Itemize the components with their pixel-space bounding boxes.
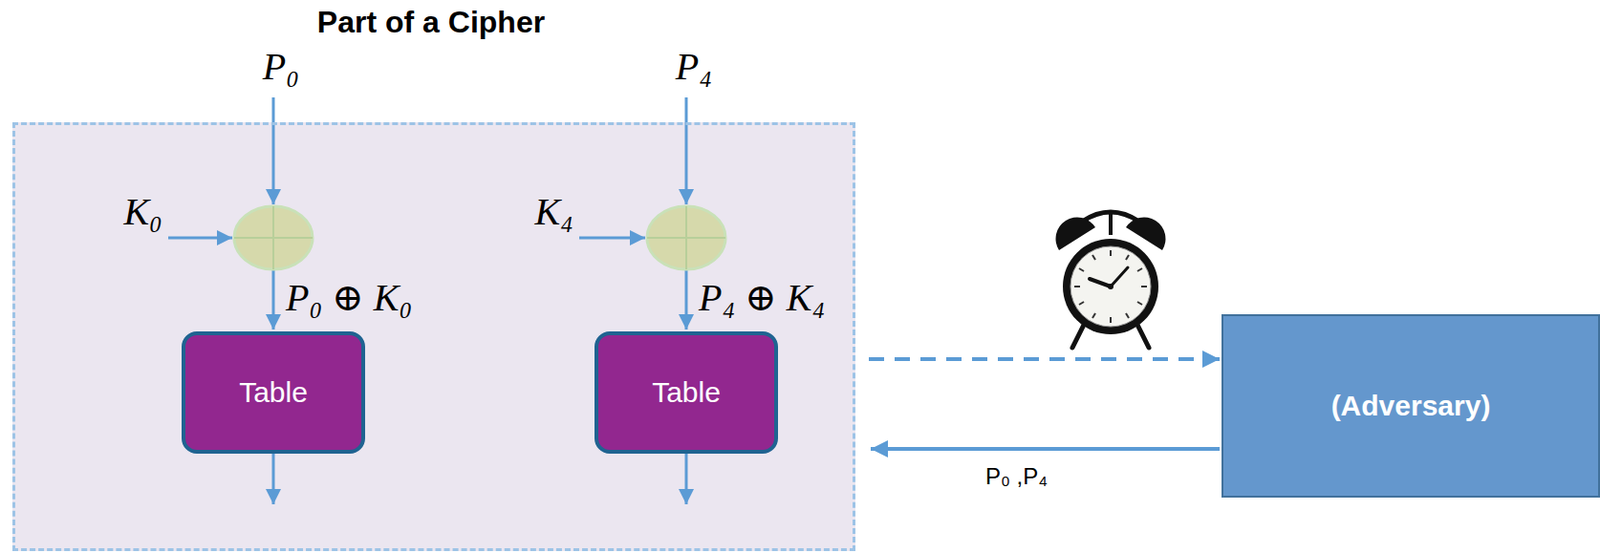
input-arrow (685, 97, 689, 205)
table-box: Table (181, 331, 366, 455)
table-out-arrow (272, 454, 276, 505)
key-symbol: K₀ (123, 193, 163, 232)
clock-icon (1056, 212, 1167, 348)
xor-symbol (647, 206, 726, 270)
timing-arrow (868, 357, 1220, 362)
box-label: Table (238, 376, 308, 410)
table-out-arrow (685, 454, 689, 505)
adversary-box: (Adversary) (1221, 314, 1600, 498)
key-arrow (168, 237, 233, 240)
plaintext-symbol: P₀ (262, 47, 300, 87)
xor-output-label: P₀ ⊕ K₀ (285, 279, 412, 318)
box-label: (Adversary) (1331, 389, 1492, 423)
cipher-region: Part of a CipherTableTable (12, 122, 856, 552)
xor-out-arrow (685, 269, 689, 330)
input-arrow (870, 447, 1220, 452)
xor-output-label: P₄ ⊕ K₄ (698, 279, 825, 318)
cipher-region-fill (12, 122, 856, 552)
plaintext-symbol: P₄ (675, 47, 713, 87)
table-box: Table (594, 331, 779, 455)
key-symbol: K₄ (534, 193, 574, 232)
key-arrow (579, 237, 646, 240)
xor-out-arrow (272, 269, 276, 330)
input-arrow (272, 97, 276, 205)
box-label: Table (651, 376, 721, 410)
edge-label: P₀ ,P₄ (982, 464, 1051, 490)
region-heading: Part of a Cipher (317, 5, 545, 40)
xor-symbol (234, 206, 313, 270)
